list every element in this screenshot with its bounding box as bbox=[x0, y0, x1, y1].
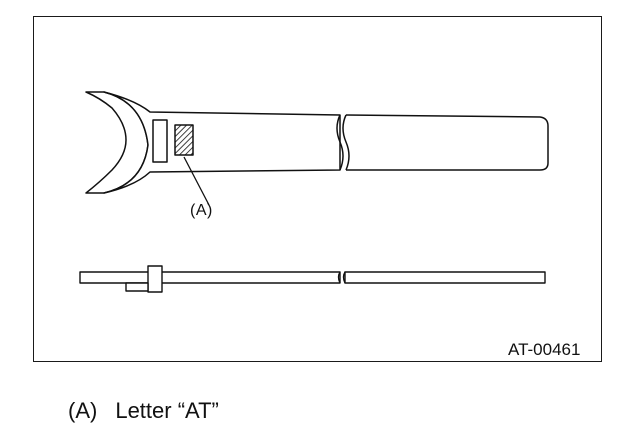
side-break-right bbox=[342, 271, 346, 284]
wrench-side-view bbox=[79, 265, 546, 293]
side-bar-right bbox=[344, 271, 546, 284]
figure-code: AT-00461 bbox=[508, 340, 581, 359]
wrench-handle bbox=[345, 114, 549, 171]
wrench-top-view bbox=[85, 91, 549, 206]
side-boss bbox=[147, 265, 163, 293]
side-lip bbox=[125, 282, 149, 292]
side-break-left bbox=[337, 271, 341, 284]
callout-leader bbox=[183, 156, 210, 206]
callout-label-a: (A) bbox=[190, 202, 213, 219]
figure-frame bbox=[33, 16, 602, 362]
letter-area-a bbox=[174, 124, 194, 156]
wrench-neck bbox=[103, 91, 341, 194]
break-line-right bbox=[342, 114, 350, 171]
legend-key: (A) bbox=[68, 398, 98, 423]
break-line-left bbox=[336, 114, 344, 171]
wrench-slot bbox=[152, 119, 168, 163]
legend-text: Letter “AT” bbox=[115, 398, 219, 423]
legend-caption: (A) Letter “AT” bbox=[68, 398, 219, 424]
side-bar-left bbox=[79, 271, 341, 284]
